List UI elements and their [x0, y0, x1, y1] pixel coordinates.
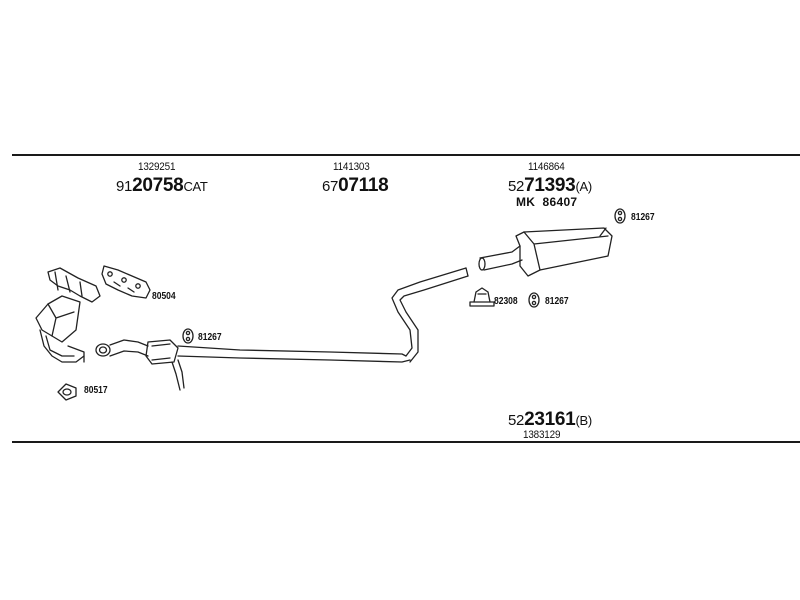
ref-number-1146864: 1146864 — [528, 161, 565, 173]
part-label-82308: 82308 — [494, 296, 518, 307]
part-code-front-pipe: 6707118 — [322, 175, 389, 196]
front-pipe-drawing — [95, 339, 411, 391]
part-label-80517: 80517 — [84, 385, 108, 396]
code-main: 20758 — [132, 175, 184, 196]
rear-muffler-drawing — [478, 227, 613, 277]
part-code-catalytic-converter: 9120758CAT — [116, 176, 208, 195]
middle-pipe-drawing — [391, 267, 469, 363]
code-main: 71393 — [524, 175, 576, 196]
ref-number-1141303: 1141303 — [333, 161, 370, 173]
exhaust-manifold-drawing — [35, 267, 101, 363]
code-main: 07118 — [338, 175, 389, 196]
rubber-mount-top — [614, 208, 626, 224]
code-suffix: (B) — [575, 413, 592, 428]
flange-gasket-drawing — [57, 383, 77, 401]
code-prefix: 91 — [116, 178, 133, 195]
manifold-gasket-drawing — [101, 265, 151, 299]
code-main: 23161 — [524, 409, 576, 430]
code-prefix: 52 — [508, 178, 525, 195]
code-suffix: (A) — [575, 179, 592, 194]
ref-number-1329251: 1329251 — [138, 161, 176, 173]
part-label-81267-top: 81267 — [631, 212, 655, 223]
part-label-80504: 80504 — [152, 291, 176, 302]
pipe-clamp-drawing — [469, 287, 495, 307]
part-code-middle-section: 5223161(B) — [508, 410, 592, 429]
code-prefix: 52 — [508, 412, 525, 429]
rubber-mount-mid — [528, 292, 540, 308]
bottom-divider — [12, 441, 800, 443]
rubber-mount-front — [182, 328, 194, 344]
code-suffix: CAT — [183, 179, 208, 194]
code-prefix: 67 — [322, 178, 339, 195]
mounting-kit-code: MK 86407 — [516, 195, 578, 209]
part-code-rear-muffler: 5271393(A) — [508, 176, 592, 195]
top-divider — [12, 154, 800, 156]
part-label-81267-front: 81267 — [198, 332, 222, 343]
part-label-81267-mid: 81267 — [545, 296, 569, 307]
ref-number-1383129: 1383129 — [523, 429, 561, 441]
